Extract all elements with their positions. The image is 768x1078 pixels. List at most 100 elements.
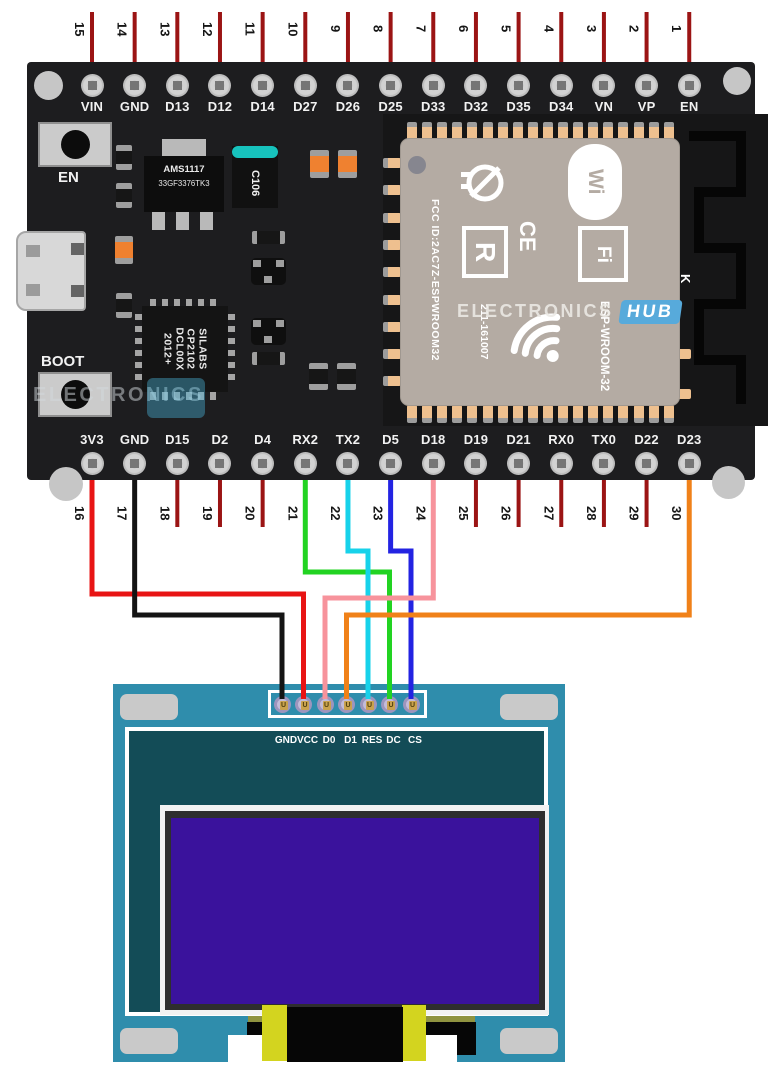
- smd-resistor: [252, 352, 285, 365]
- smd-resistor: [321, 277, 354, 290]
- top-pin-label-VP: VP: [637, 99, 656, 114]
- pad-hole-icon: [642, 458, 652, 468]
- bottom-pin-label-D22: D22: [634, 432, 659, 447]
- fcc-logo-icon: [461, 164, 504, 202]
- micro-usb-connector: [16, 231, 86, 311]
- module-pad: [603, 405, 614, 423]
- module-pad: [648, 405, 659, 423]
- wire-number-8: 8: [370, 25, 386, 33]
- module-pad: [452, 122, 463, 140]
- certification-r-mark: R: [462, 226, 508, 278]
- bottom-pin-label-D19: D19: [463, 432, 489, 447]
- chip-pins-icon: [150, 392, 220, 400]
- certification-number: 211-161007: [478, 304, 490, 360]
- oled-corner-pad: [120, 694, 178, 720]
- antenna-label: K: [678, 274, 693, 284]
- top-pin-label-GND: GND: [119, 99, 150, 114]
- pad-hole-icon: [130, 458, 140, 468]
- module-pad: [558, 405, 568, 423]
- module-pad: [527, 122, 538, 140]
- bottom-pin-label-GND: GND: [119, 432, 150, 447]
- chip-brand: SILABS: [196, 328, 209, 370]
- regulator-tab: [162, 139, 206, 156]
- module-pad: [648, 122, 659, 140]
- oled-pin-label-D1: D1: [344, 735, 357, 746]
- bottom-pin-label-TX0: TX0: [591, 432, 617, 447]
- mounting-hole-icon: [723, 67, 751, 95]
- wire-number-26: 26: [498, 505, 514, 521]
- shield-dot-icon: [408, 156, 426, 174]
- bottom-pin-pad-D23: [677, 451, 701, 475]
- pad-hole-icon: [471, 80, 481, 90]
- capacitor-top-icon: [232, 146, 278, 158]
- wire-number-11: 11: [242, 22, 258, 36]
- wire-number-29: 29: [626, 505, 642, 521]
- top-pin-pad-D13: [165, 73, 189, 97]
- module-pad: [588, 405, 599, 423]
- module-pad: [383, 376, 401, 387]
- module-pad: [383, 267, 401, 278]
- module-pad: [422, 122, 433, 140]
- module-pad: [467, 122, 478, 140]
- pad-hole-icon: [514, 80, 524, 90]
- chip-pins-icon: [227, 314, 235, 384]
- top-pin-pad-VN: [592, 73, 616, 97]
- wire-number-7: 7: [413, 25, 429, 33]
- ribbon-connector-tail: [287, 1007, 403, 1062]
- module-pad: [383, 239, 401, 250]
- top-pin-label-D32: D32: [463, 99, 489, 114]
- oled-pin-D0: U: [316, 695, 334, 713]
- smd-capacitor-orange: [115, 236, 133, 264]
- pad-hole-icon: [87, 80, 97, 90]
- oled-pin-label-DC: DC: [386, 735, 401, 746]
- bottom-pin-label-D23: D23: [677, 432, 702, 447]
- oled-screen: [171, 818, 539, 1004]
- module-pad: [497, 122, 508, 140]
- wire-D5-to-CS: [388, 480, 414, 699]
- oled-pin-label-GND: GND: [274, 735, 298, 746]
- module-pad: [542, 122, 553, 140]
- usb-slot-icon: [26, 245, 40, 257]
- pin-hole-icon: U: [279, 700, 288, 710]
- bottom-pin-pad-D2: [208, 451, 232, 475]
- ce-mark: CE: [515, 220, 540, 252]
- en-button-label: EN: [58, 169, 79, 186]
- top-pin-pad-D35: [507, 73, 531, 97]
- wire-TX2-to-RES: [345, 480, 371, 699]
- wifi-signal-icon: [510, 313, 561, 362]
- mounting-hole-icon: [34, 71, 63, 100]
- bottom-pin-label-D5: D5: [382, 432, 400, 447]
- wire-number-5: 5: [498, 25, 514, 33]
- wire-number-14: 14: [114, 21, 130, 37]
- oled-pin-label-VCC: VCC: [296, 735, 319, 746]
- pin-hole-icon: U: [408, 700, 417, 710]
- oled-pin-DC: U: [381, 695, 398, 713]
- bottom-pin-pad-D18: [421, 451, 445, 475]
- oled-pin-RES: U: [359, 695, 377, 713]
- bottom-pin-label-TX2: TX2: [335, 432, 361, 447]
- en-button: [38, 122, 112, 167]
- pad-hole-icon: [215, 80, 225, 90]
- module-pad: [527, 405, 538, 423]
- wire-number-22: 22: [327, 505, 343, 521]
- regulator-part-number: AMS1117: [163, 164, 205, 175]
- oled-corner-pad: [500, 694, 558, 720]
- wire-number-28: 28: [583, 505, 599, 521]
- module-pad: [482, 405, 493, 423]
- wire-number-12: 12: [199, 21, 215, 37]
- pad-hole-icon: [556, 458, 566, 468]
- top-pin-pad-VP: [635, 73, 659, 97]
- mounting-hole-icon: [712, 466, 745, 499]
- module-pad: [422, 405, 433, 423]
- top-pin-label-D25: D25: [378, 99, 403, 114]
- pad-hole-icon: [642, 80, 652, 90]
- regulator-leg: [176, 212, 189, 230]
- wire-number-27: 27: [541, 505, 557, 521]
- pad-hole-icon: [599, 458, 609, 468]
- capacitor-c106: C106: [232, 146, 278, 208]
- pad-hole-icon: [87, 458, 97, 468]
- module-pad: [467, 405, 478, 423]
